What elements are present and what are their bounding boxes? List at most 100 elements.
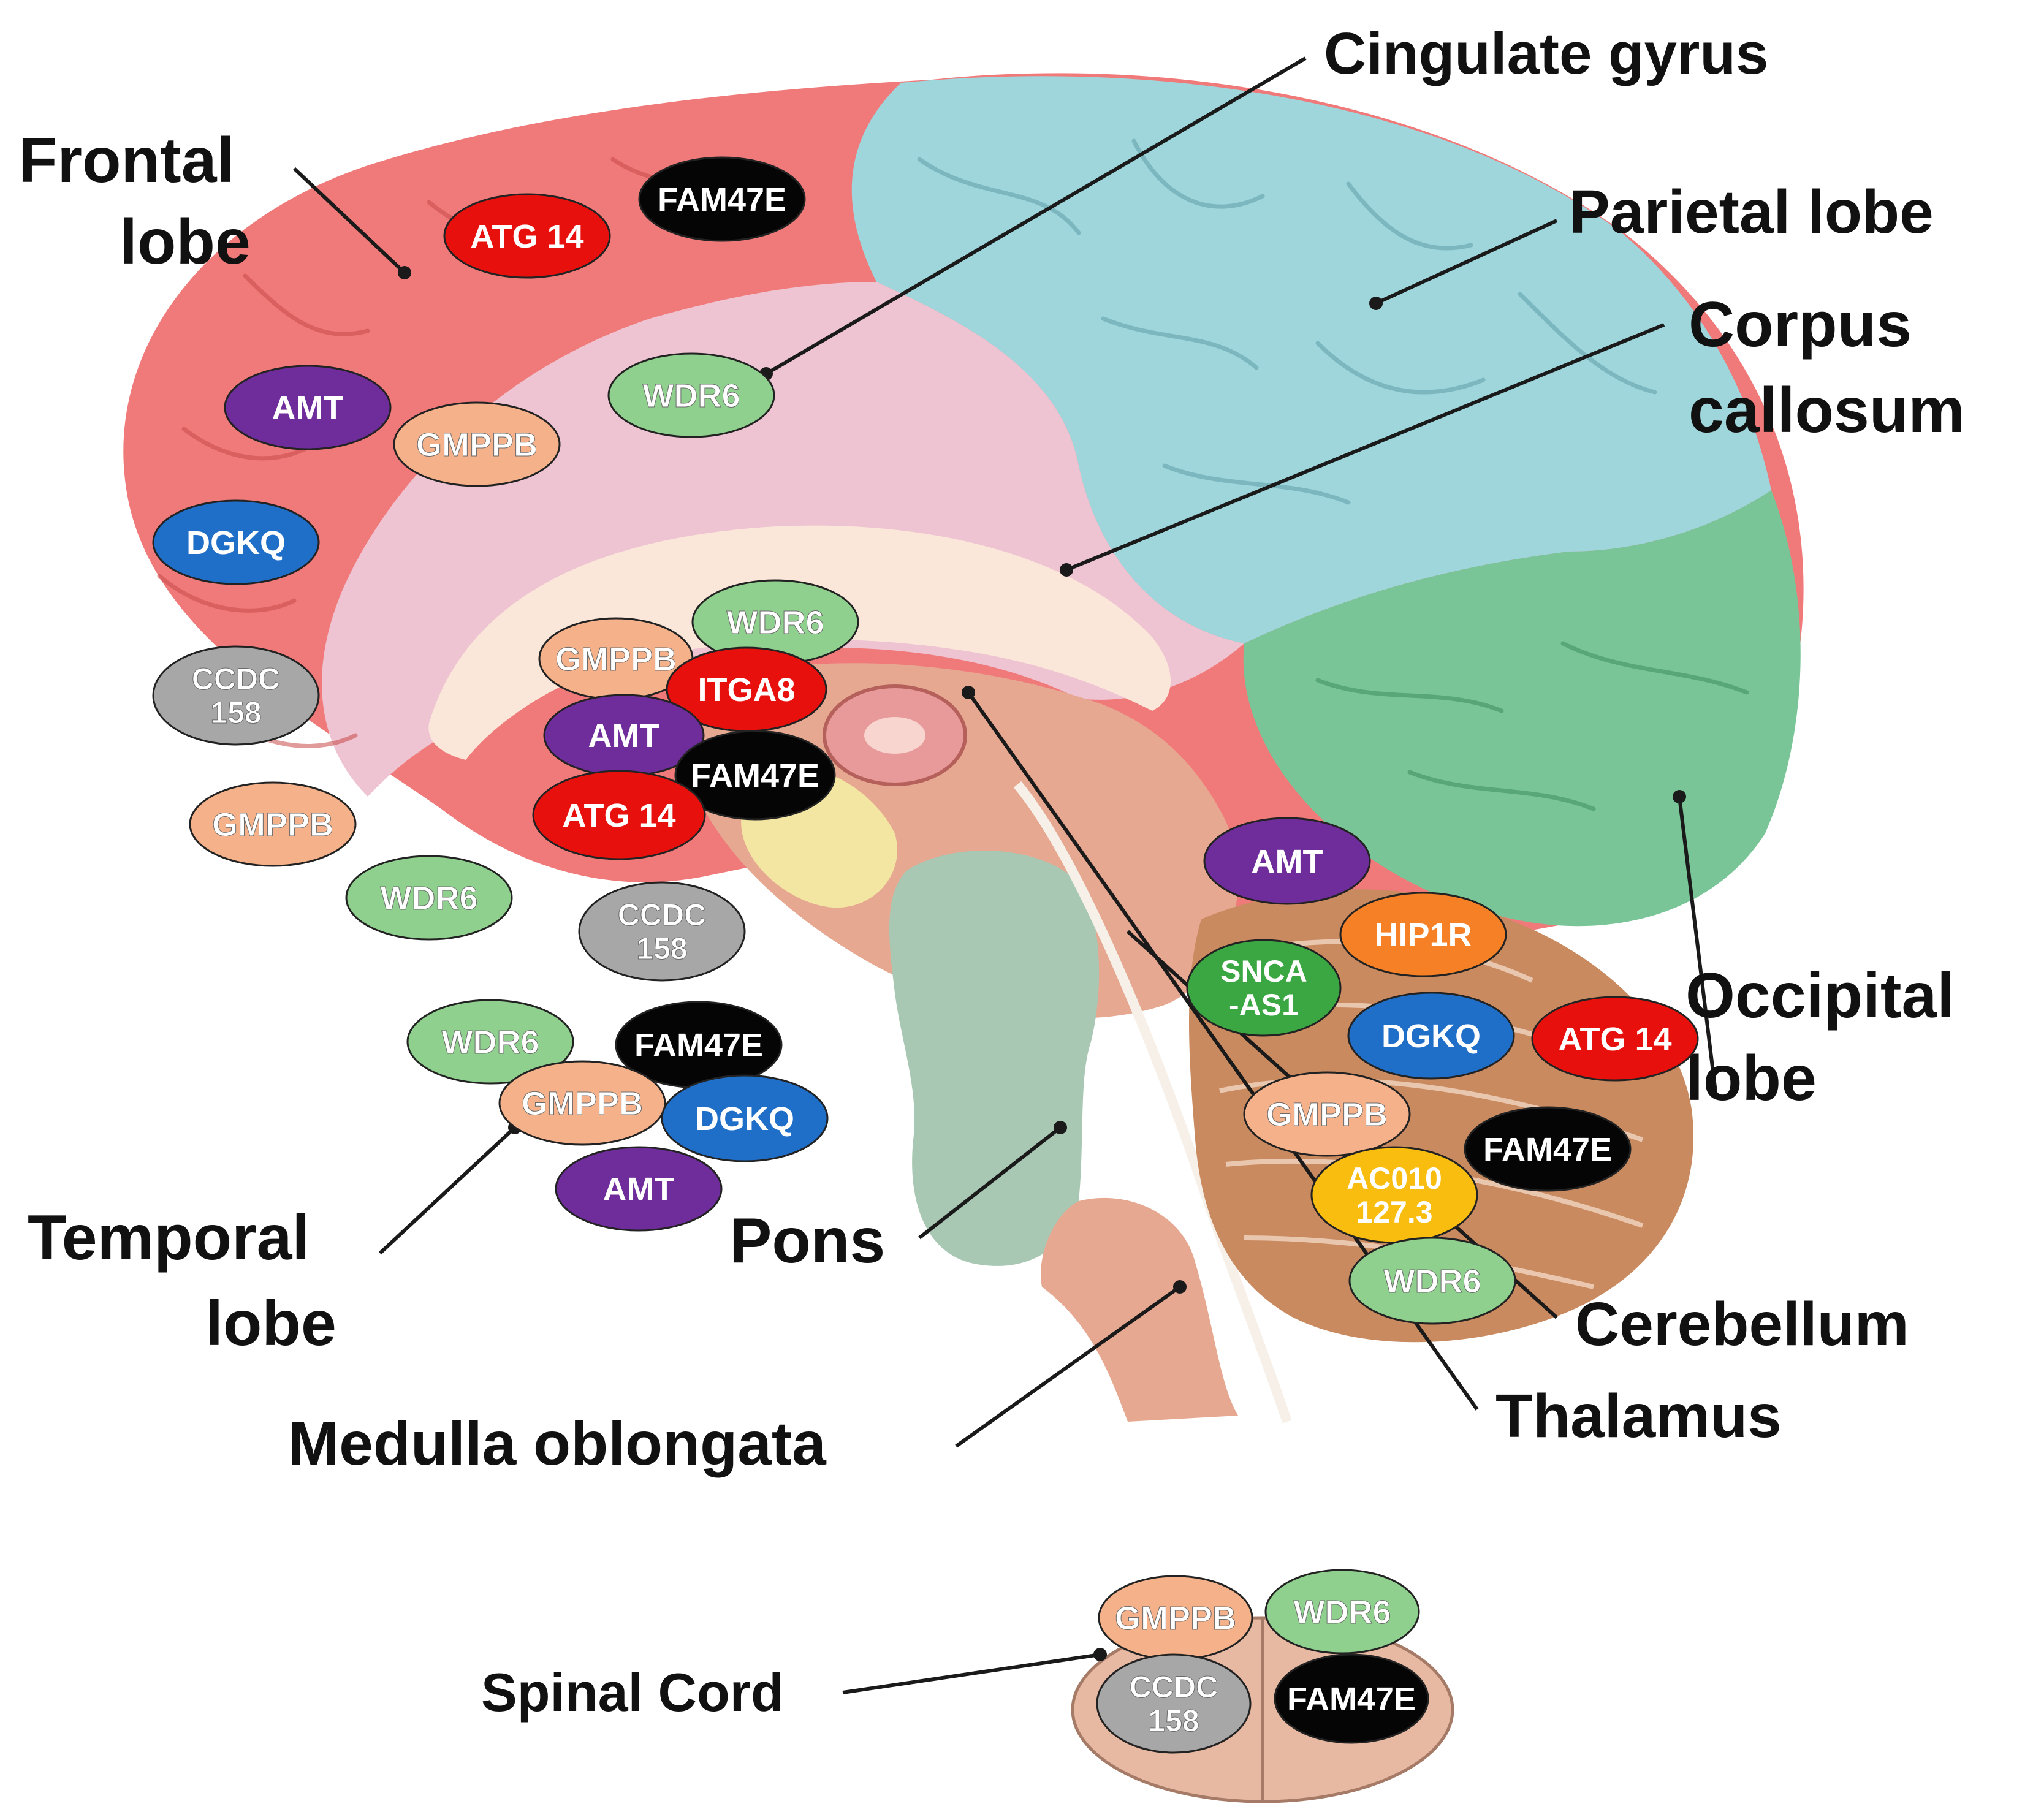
gene-marker-cerebellum-cluster: FAM47E [1464,1106,1632,1192]
gene-ellipse [498,1060,666,1146]
gene-ellipse [189,781,357,867]
gene-label: WDR6 [727,604,824,641]
label-temporal-line2: lobe [205,1288,336,1359]
corpus-callosum-region [428,525,1171,760]
gene-label: DGKQ [186,525,286,561]
gene-marker-central-cluster: ATG 14 [532,770,706,860]
gene-marker-frontal-cortex: AMT [224,365,392,450]
thalamus-inner [864,717,925,754]
medulla-region [1041,1197,1238,1422]
gene-marker-frontal-cortex: GMPPB [189,781,357,867]
gene-label: ITGA8 [697,672,795,708]
gene-label: GMPPB [555,641,677,678]
gene-marker-cerebellum-cluster: ATG 14 [1531,996,1699,1082]
gene-ellipse [1464,1106,1632,1192]
gene-label: WDR6 [442,1024,539,1061]
label-frontal-line1: Frontal [18,125,234,196]
gene-ellipse [1531,996,1699,1082]
gene-marker-frontal-cortex: GMPPB [393,401,561,487]
gene-ellipse [345,855,513,941]
gyri-occipital [1315,641,1749,811]
label-cingulate-gyrus: Cingulate gyrus [1324,21,1768,86]
gene-marker-frontal-cortex: WDR6 [345,855,513,941]
gene-ellipse [638,156,806,242]
gene-marker-central-cluster: ITGA8 [666,646,827,732]
brain-illustration [123,73,1804,1424]
label-parietal-lobe: Parietal lobe [1569,178,1934,246]
gene-label: FAM47E [658,181,786,218]
gene-marker-frontal-cortex: ATG 14 [443,193,611,279]
gene-label: SNCA-AS1 [1220,954,1307,1022]
gene-label: FAM47E [691,757,819,794]
gene-label: FAM47E [1287,1681,1416,1718]
gene-marker-spinal-cluster: FAM47E [1274,1653,1429,1744]
gene-ellipse [1339,892,1507,977]
gene-marker-frontal-cortex: DGKQ [152,499,320,585]
label-corpus-line2: callosum [1689,375,1965,446]
label-occipital-line1: Occipital [1685,960,1955,1031]
gene-marker-frontal-cortex: FAM47E [638,156,806,242]
gene-marker-cerebellum-cluster: SNCA-AS1 [1186,939,1342,1037]
label-frontal-line2: lobe [120,207,251,278]
gene-label: AMT [588,718,660,754]
gene-ellipse [443,193,611,279]
gene-label: ATG 14 [1558,1021,1671,1058]
gene-label: GMPPB [522,1085,643,1122]
gene-label: FAM47E [634,1027,763,1064]
gene-marker-cerebellum-cluster: GMPPB [1243,1071,1411,1157]
gene-marker-central-cluster: WDR6 [691,579,859,665]
gene-label: AMT [603,1171,675,1208]
gene-marker-cerebellum-cluster: DGKQ [1347,992,1515,1080]
gene-ellipse [1274,1653,1429,1744]
gene-marker-cerebellum-cluster: WDR6 [1348,1237,1516,1325]
pons-region [889,850,1100,1266]
gene-marker-temporal-cluster: GMPPB [498,1060,666,1146]
gene-marker-spinal-cluster: GMPPB [1098,1575,1253,1661]
label-medulla-oblongata: Medulla oblongata [288,1409,827,1478]
gene-label: WDR6 [1384,1263,1481,1300]
brainstem-canal [1013,781,1292,1424]
gene-marker-central-cluster: FAM47E [674,730,836,821]
gene-ellipse [1348,1237,1516,1325]
gene-ellipse [224,365,392,450]
label-temporal-line1: Temporal [28,1202,310,1273]
gene-label: WDR6 [643,377,740,414]
gene-label: AMT [1252,843,1323,880]
gene-marker-temporal-cluster: AMT [555,1146,723,1232]
gene-ellipse [578,881,746,982]
label-thalamus: Thalamus [1495,1382,1782,1450]
gene-ellipse [1243,1071,1411,1157]
gene-label: WDR6 [381,880,478,917]
gene-label: DGKQ [1381,1018,1481,1055]
gene-ellipse [152,499,320,585]
gene-ellipse [393,401,561,487]
gene-ellipse [555,1146,723,1232]
gene-ellipse [1264,1569,1420,1655]
gene-marker-temporal-cluster: FAM47E [615,1001,783,1089]
gene-ellipse [406,999,574,1085]
gene-label: HIP1R [1374,917,1472,954]
gene-marker-central-cluster: GMPPB [538,617,694,700]
gene-ellipse [1203,817,1371,905]
gene-label: GMPPB [1266,1096,1388,1133]
parietal-region [851,76,1771,643]
gene-label: ATG 14 [562,797,675,834]
label-corpus-line1: Corpus [1689,289,1912,360]
label-cerebellum: Cerebellum [1575,1290,1909,1359]
gene-ellipse [674,730,836,821]
gene-label: DGKQ [695,1101,794,1137]
gene-ellipse [1186,939,1342,1037]
gene-ellipse [661,1074,829,1162]
gene-marker-cerebellum-cluster: AMT [1203,817,1371,905]
gene-ellipse [1096,1653,1252,1754]
gene-marker-cerebellum-cluster: HIP1R [1339,892,1507,977]
occipital-region [1243,490,1801,927]
